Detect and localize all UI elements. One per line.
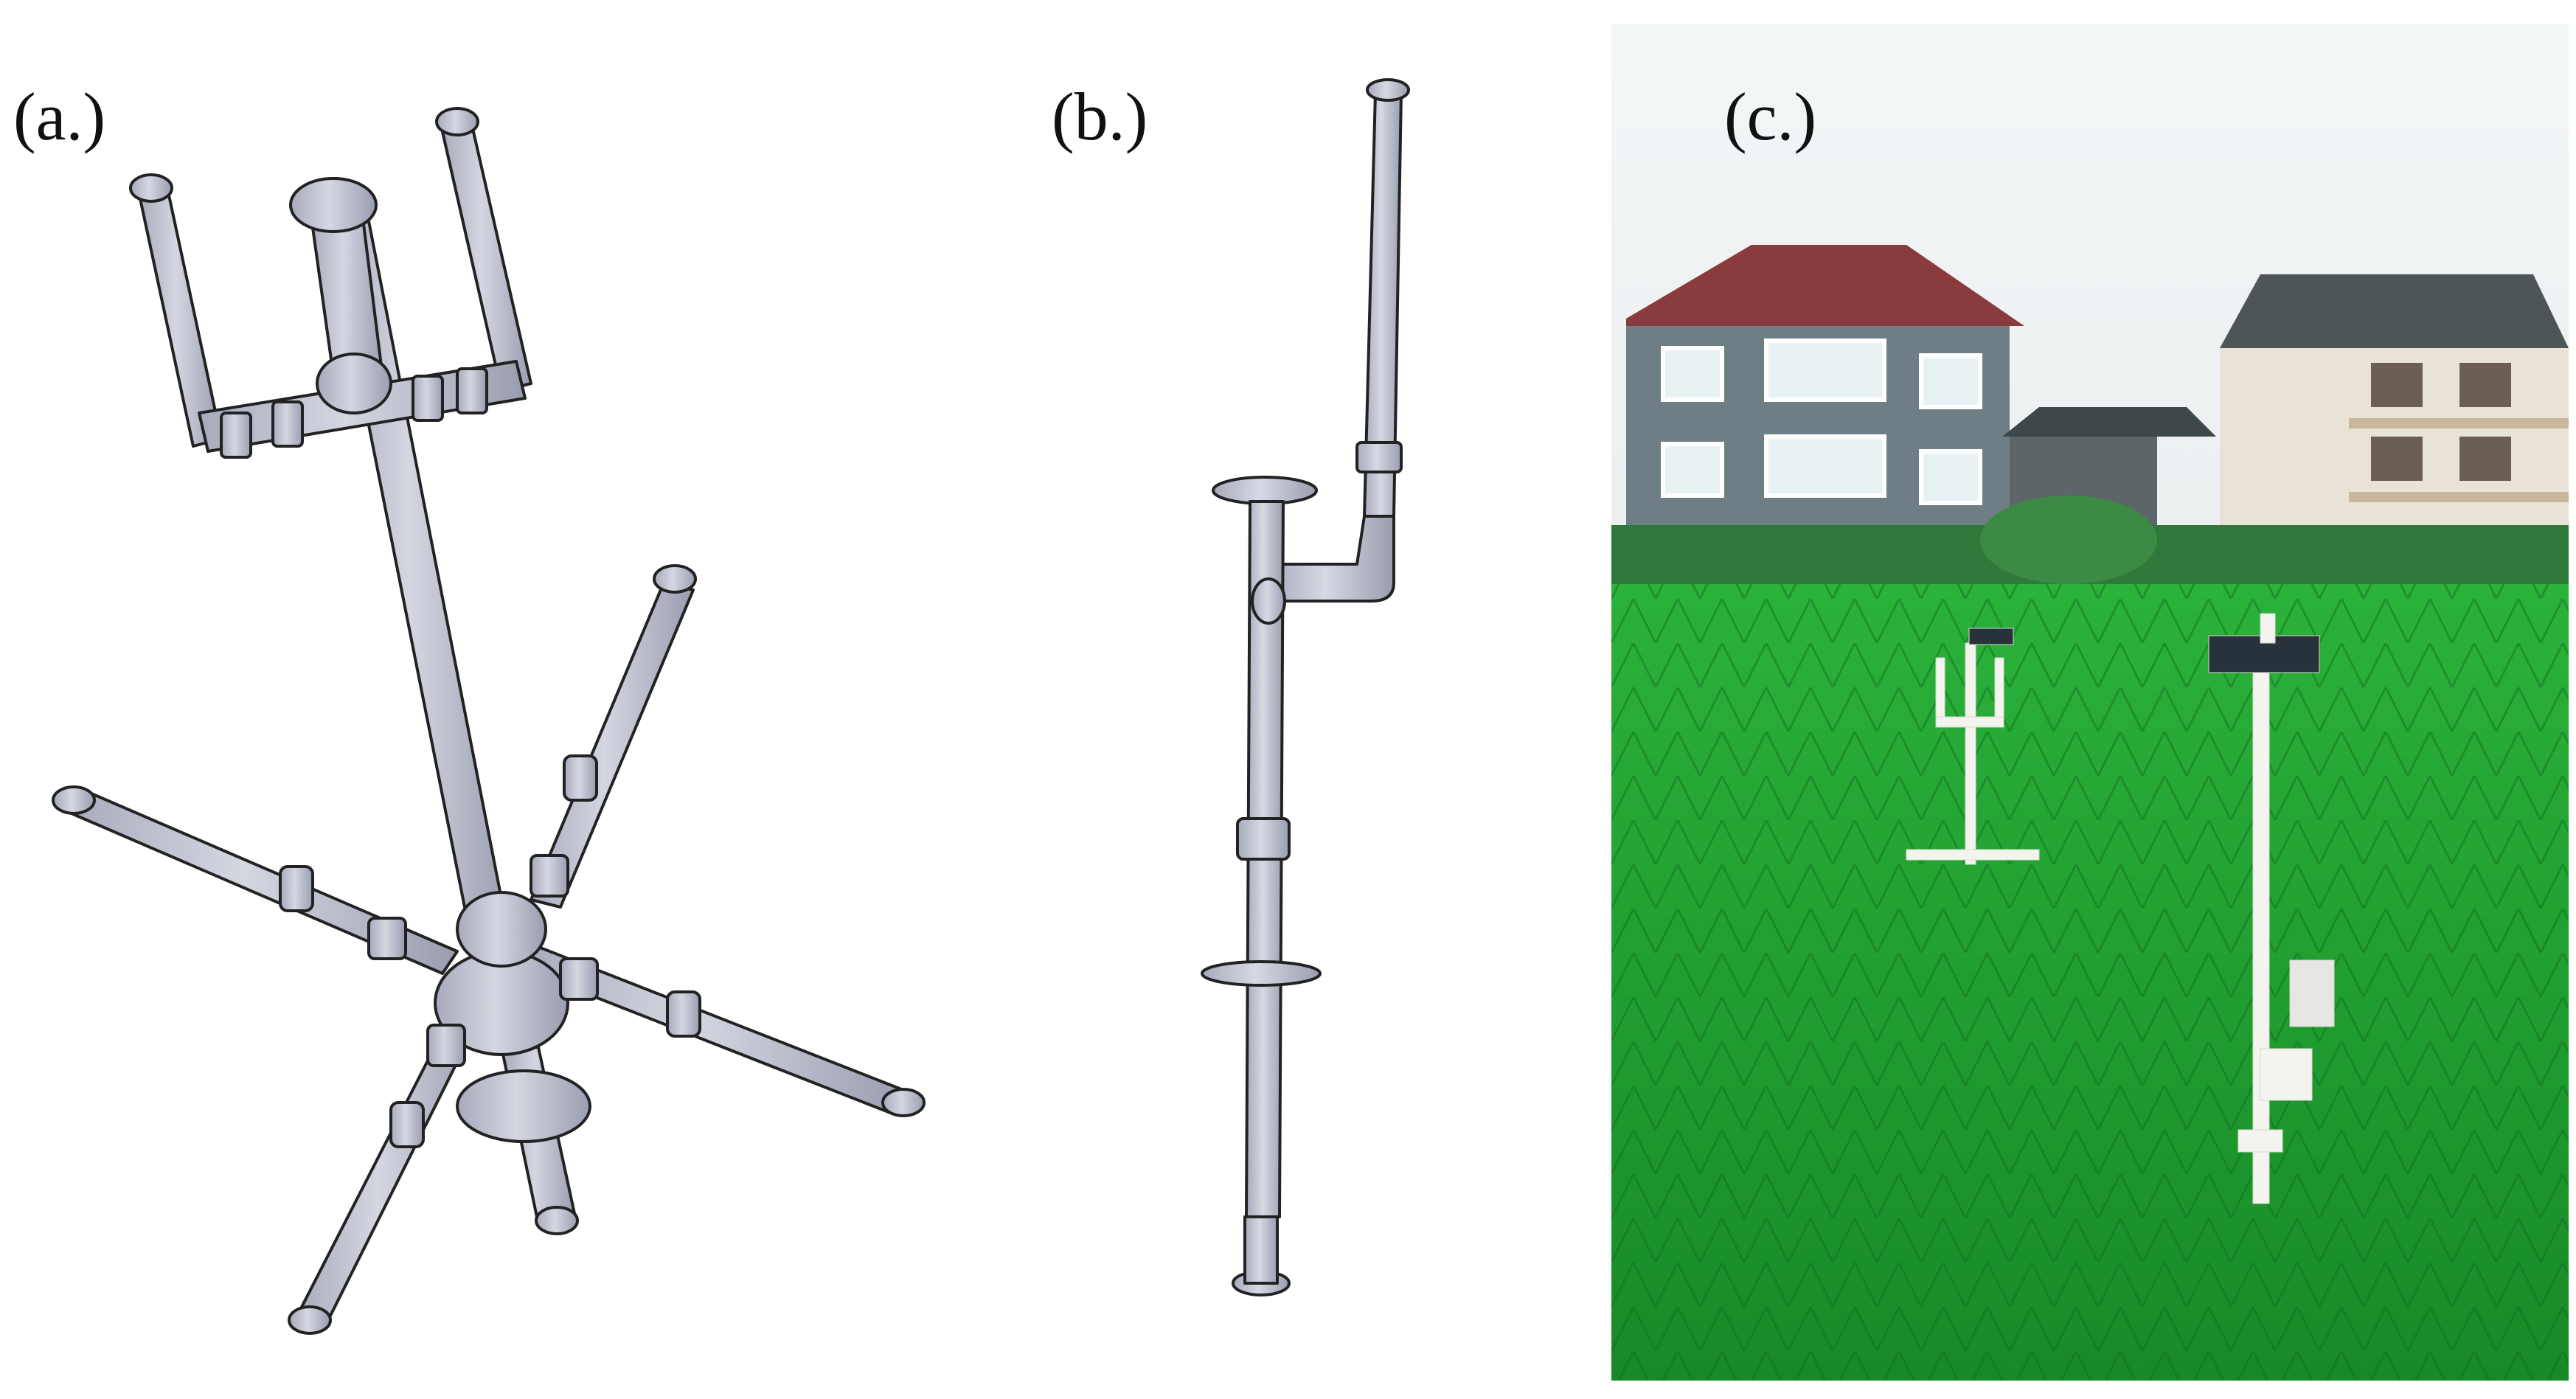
cad-multi-arm-sampler-drawing [52,107,926,1335]
cad-single-pipe-sampler-drawing [1201,78,1410,1296]
near-sampler [2208,613,2335,1204]
panel-c-label: (c.) [1724,79,1817,154]
panel-c-photo: (c.) [1611,24,2569,1381]
panel-b-label: (b.) [1052,79,1148,154]
panel-a: (a.) [0,0,959,1399]
panel-a-label: (a.) [13,79,106,154]
field-photo [1611,24,2569,1381]
far-sampler [1906,628,2040,865]
panel-b: (b.) [959,0,1586,1399]
